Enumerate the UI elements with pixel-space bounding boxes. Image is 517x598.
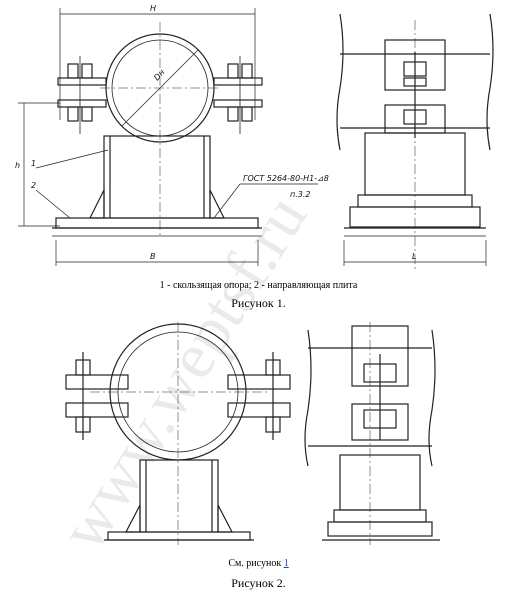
figure2-front-view: [65, 322, 291, 545]
dim-B-label: B: [150, 252, 156, 261]
weld-note-label: п.3.2: [290, 190, 311, 199]
figure1-caption: Рисунок 1.: [231, 296, 286, 310]
dim-Dn-label: Dн: [152, 68, 166, 82]
figure1-front-view: [18, 8, 318, 266]
figure2-reference: См. рисунок 1: [0, 558, 517, 569]
figure1-legend: 1 - скользящая опора; 2 - направляющая п…: [159, 280, 358, 291]
callout-1: 1: [31, 159, 36, 168]
figure2-caption: Рисунок 2.: [231, 576, 286, 590]
figure2-reference-text: См. рисунок: [228, 558, 284, 569]
dim-h-label: h: [15, 161, 20, 170]
dim-L-label: L: [412, 252, 416, 261]
figure2-side-view: [304, 322, 440, 545]
callout-2: 2: [31, 181, 36, 190]
figure1-side-view: [336, 13, 494, 270]
figure1-link[interactable]: 1: [283, 558, 289, 569]
weld-standard-label: ГОСТ 5264-80-Н1-⊿8: [243, 174, 329, 183]
dim-H-label: H: [150, 4, 156, 13]
